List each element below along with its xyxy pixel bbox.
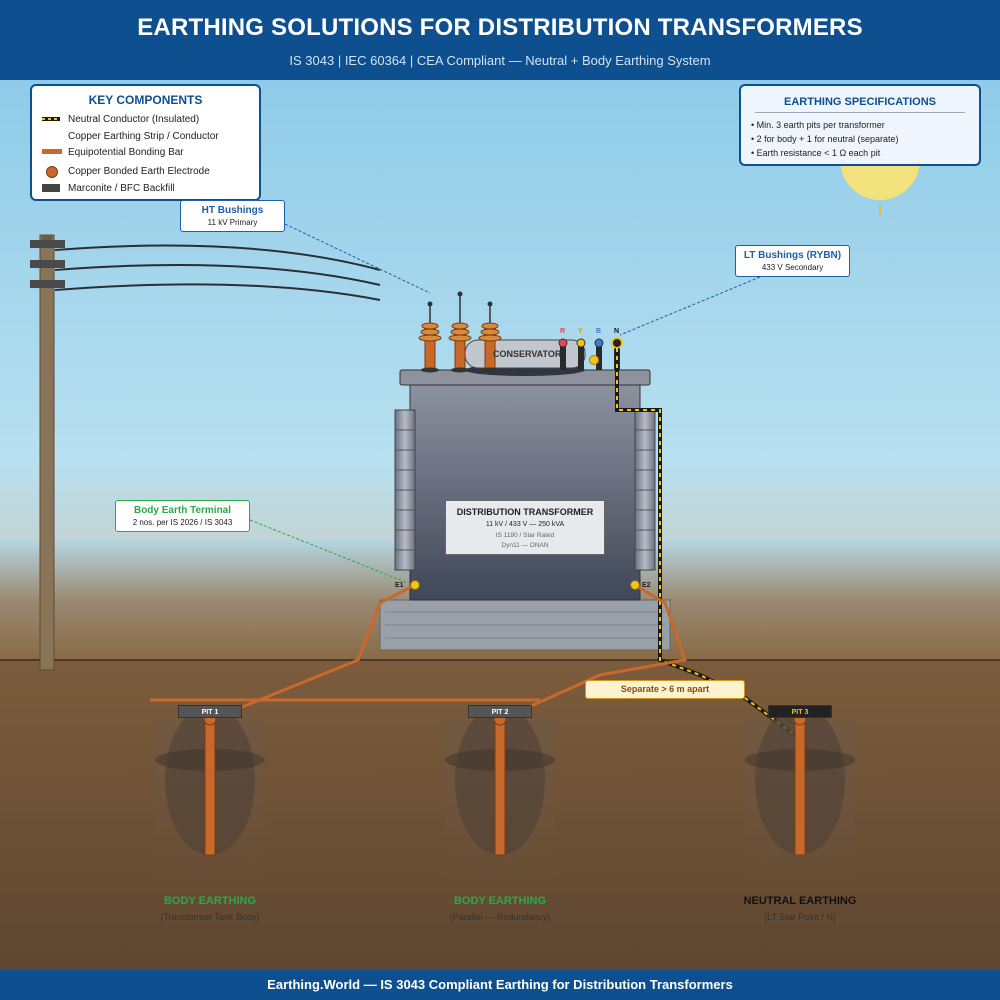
header-banner: EARTHING SOLUTIONS FOR DISTRIBUTION TRAN… [0, 0, 1000, 80]
transformer-tank [394, 369, 656, 601]
pit-2-label: BODY EARTHING (Parallel — Redundancy) Re… [420, 895, 580, 937]
legend-item-backfill: Marconite / BFC Backfill [68, 183, 175, 194]
nameplate-vector-group: Dyn11 — ONAN [501, 542, 549, 549]
legend-panel: KEY COMPONENTS Neutral Conductor (Insula… [30, 84, 261, 201]
nameplate-rating: 11 kV / 433 V — 250 kVA [485, 521, 565, 528]
phase-label-b: B [596, 328, 602, 335]
pit-3-label: NEUTRAL EARTHING (LT Star Point / N) Res… [720, 895, 880, 937]
callout-leaders [249, 223, 761, 584]
legend-item-strip: Copper Earthing Strip / Conductor [68, 131, 219, 142]
specs-divider [755, 112, 965, 113]
pit-1-name: BODY EARTHING [163, 895, 257, 907]
callout-lt-title: LT Bushings (RYBN) [743, 250, 842, 261]
overhead-lines [54, 244, 381, 301]
pit-tag-3: PIT 3 [768, 705, 832, 718]
transformer-nameplate: DISTRIBUTION TRANSFORMER 11 kV / 433 V —… [445, 500, 605, 555]
phase-label-r: R [560, 328, 566, 335]
legend-item-neutral: Neutral Conductor (Insulated) [68, 114, 200, 125]
neutral-conductor-swatch [42, 117, 60, 121]
neutral-conductor [615, 348, 797, 737]
callout-lt-sub: 433 V Secondary [761, 263, 824, 272]
utility-pole [30, 234, 65, 671]
pit-3-resistance: Resistance < 1 Ω [765, 927, 835, 937]
pit-3-name: NEUTRAL EARTHING [743, 895, 857, 907]
nameplate-title: DISTRIBUTION TRANSFORMER [456, 507, 594, 517]
pit-1-label: BODY EARTHING (Transformer Tank Body) Re… [130, 895, 290, 937]
terminal-label-e1: E1 [395, 582, 404, 589]
separation-note: Separate > 6 m apart [585, 680, 745, 699]
terminal-label-e2: E2 [642, 582, 651, 589]
spec-item-2: • 2 for body + 1 for neutral (separate) [751, 134, 899, 144]
legend-item-bonding-bar: Equipotential Bonding Bar [68, 147, 184, 158]
legend-title: KEY COMPONENTS [88, 93, 203, 107]
spec-item-1: • Min. 3 earth pits per transformer [751, 120, 885, 130]
earth-pit-3 [745, 705, 855, 880]
conservator-label: CONSERVATOR [493, 349, 562, 359]
pit-2-name: BODY EARTHING [453, 895, 547, 907]
bonding-bar-swatch [42, 149, 62, 154]
nameplate-standard: IS 1180 / Star Rated [495, 532, 555, 539]
specs-title: EARTHING SPECIFICATIONS [784, 96, 936, 108]
phase-label-n: N [614, 328, 620, 335]
callout-ht-bushings: HT Bushings 11 kV Primary [180, 200, 285, 232]
legend-item-electrode: Copper Bonded Earth Electrode [68, 166, 210, 177]
pit-tag-2: PIT 2 [468, 705, 532, 718]
earth-pit-2 [445, 705, 555, 880]
electrode-icon [46, 166, 58, 178]
callout-ht-title: HT Bushings [201, 205, 264, 216]
callout-ht-sub: 11 kV Primary [207, 218, 258, 227]
footer-banner: Earthing.World — IS 3043 Compliant Earth… [0, 970, 1000, 1000]
transformer-plinth [379, 599, 671, 651]
spec-item-3: • Earth resistance < 1 Ω each pit [751, 148, 881, 158]
pit-tag-1: PIT 1 [178, 705, 242, 718]
pit-2-description: (Parallel — Redundancy) [449, 912, 551, 922]
callout-body-earth-terminal: Body Earth Terminal 2 nos. per IS 2026 /… [115, 500, 250, 532]
specifications-panel: EARTHING SPECIFICATIONS • Min. 3 earth p… [739, 84, 981, 166]
pit-1-resistance: Resistance < 1 Ω [175, 927, 245, 937]
pit-3-description: (LT Star Point / N) [764, 912, 836, 922]
callout-body-title: Body Earth Terminal [133, 505, 232, 516]
page-subtitle: IS 3043 | IEC 60364 | CEA Compliant — Ne… [289, 53, 711, 68]
body-earth-terminals [410, 580, 640, 590]
phase-label-y: Y [578, 328, 583, 335]
callout-lt-bushings: LT Bushings (RYBN) 433 V Secondary [735, 245, 850, 277]
pit-2-resistance: Resistance < 1 Ω [465, 927, 535, 937]
page-title: EARTHING SOLUTIONS FOR DISTRIBUTION TRAN… [137, 14, 863, 41]
earth-pit-1 [155, 705, 265, 880]
earthing-strips [150, 583, 688, 722]
pit-1-description: (Transformer Tank Body) [160, 912, 260, 922]
ht-bushings [418, 291, 502, 373]
callout-body-sub: 2 nos. per IS 2026 / IS 3043 [132, 518, 233, 527]
backfill-swatch [42, 184, 60, 192]
